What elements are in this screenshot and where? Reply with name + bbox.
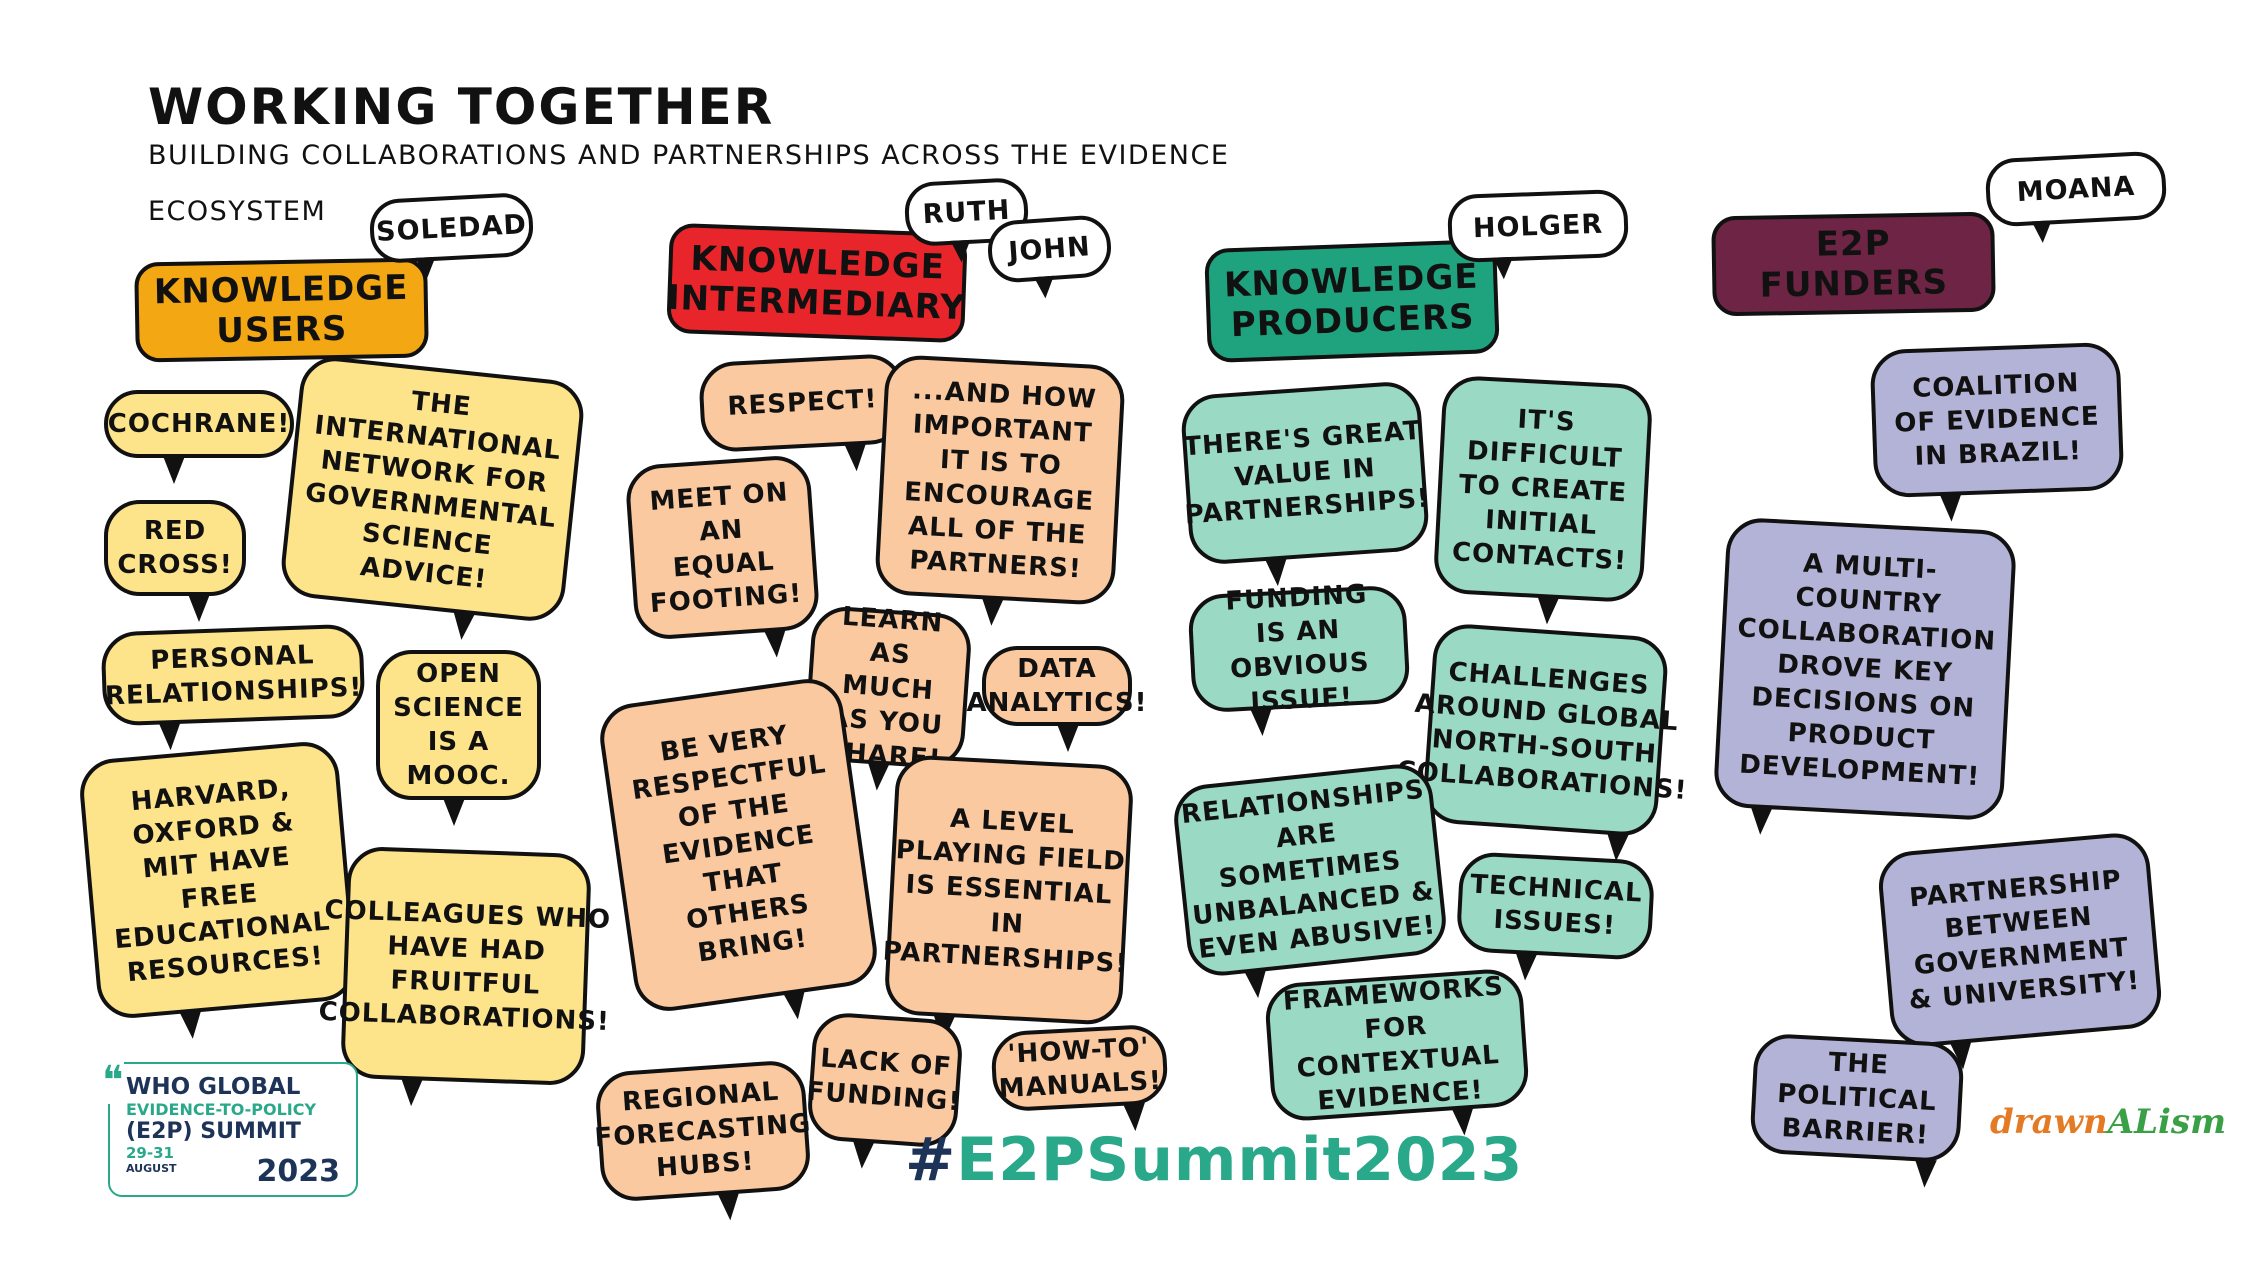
hashtag-symbol: #: [905, 1125, 957, 1195]
page-subtitle: BUILDING COLLABORATIONS AND PARTNERSHIPS…: [148, 140, 1230, 227]
speech-bubble: THE POLITICAL BARRIER!: [1749, 1032, 1965, 1164]
column-header-e2p-funders: E2P FUNDERS: [1711, 211, 1996, 317]
column-label: KNOWLEDGE INTERMEDIARY: [666, 238, 967, 329]
speech-bubble: PARTNERSHIP BETWEEN GOVERNMENT & UNIVERS…: [1875, 830, 2165, 1050]
speech-bubble: IT'S DIFFICULT TO CREATE INITIAL CONTACT…: [1432, 374, 1654, 604]
speech-bubble: A MULTI-COUNTRY COLLABORATION DROVE KEY …: [1712, 516, 2018, 822]
speech-bubble: OPEN SCIENCE IS A MOOC.: [376, 650, 541, 826]
column-label: E2P FUNDERS: [1759, 223, 1949, 306]
speech-bubble: TECHNICAL ISSUES!: [1455, 850, 1656, 962]
logo-line-2: EVIDENCE-TO-POLICY: [126, 1100, 317, 1119]
hashtag-text: E2PSummit2023: [956, 1125, 1524, 1195]
logo-dates: 29-31: [126, 1144, 174, 1162]
speech-bubble: REGIONAL FORECASTING HUBS!: [594, 1058, 812, 1204]
logo-year: 2023: [256, 1154, 341, 1189]
speech-bubble: HARVARD, OXFORD & MIT HAVE FREE EDUCATIO…: [77, 739, 359, 1021]
speech-bubble: RELATIONSHIPS ARE SOMETIMES UNBALANCED &…: [1170, 760, 1450, 980]
speaker-tag: MOANA: [1984, 150, 2168, 228]
logo-line-3: (E2P) SUMMIT: [126, 1119, 301, 1144]
logo-month: AUGUST: [126, 1162, 177, 1175]
speech-bubble: COLLEAGUES WHO HAVE HAD FRUITFUL COLLABO…: [318, 845, 612, 1087]
speech-bubble: DATA ANALYTICS!: [967, 646, 1146, 752]
speech-bubble: BE VERY RESPECTFUL OF THE EVIDENCE THAT …: [595, 674, 882, 1016]
summit-logo: ❝ WHO GLOBAL EVIDENCE-TO-POLICY (E2P) SU…: [102, 1058, 358, 1197]
speech-bubble: A LEVEL PLAYING FIELD IS ESSENTIAL IN PA…: [882, 753, 1135, 1027]
speaker-tag: HOLGER: [1446, 188, 1630, 264]
brand-part-2: ALism: [2107, 1102, 2227, 1142]
speech-bubble: COCHRANE!: [104, 390, 294, 484]
column-label: KNOWLEDGE USERS: [153, 267, 409, 352]
speech-bubble: FRAMEWORKS FOR CONTEXTUAL EVIDENCE!: [1263, 967, 1531, 1123]
speech-bubble: CHALLENGES AROUND GLOBAL NORTH-SOUTH COL…: [1396, 622, 1688, 838]
speech-bubble: MEET ON AN EQUAL FOOTING!: [624, 453, 821, 642]
speech-bubble: RESPECT!: [697, 352, 908, 454]
brand-part-1: drawn: [1990, 1102, 2108, 1142]
column-header-knowledge-users: KNOWLEDGE USERS: [134, 257, 429, 363]
speech-bubble: PERSONAL RELATIONSHIPS!: [100, 623, 366, 727]
column-header-knowledge-producers: KNOWLEDGE PRODUCERS: [1204, 238, 1500, 364]
artist-signature: drawnALism: [1990, 1102, 2226, 1142]
speech-bubble: COALITION OF EVIDENCE IN BRAZIL!: [1869, 341, 2125, 499]
speech-bubble: ...AND HOW IMPORTANT IT IS TO ENCOURAGE …: [873, 353, 1127, 607]
speech-bubble: RED CROSS!: [104, 500, 246, 622]
speech-bubble: THERE'S GREAT VALUE IN PARTNERSHIPS!: [1179, 379, 1431, 567]
speech-bubble: 'HOW-TO' MANUALS!: [990, 1023, 1169, 1113]
speaker-tag: SOLEDAD: [368, 191, 535, 265]
speaker-tag: JOHN: [985, 213, 1114, 285]
event-hashtag: #E2PSummit2023: [905, 1125, 1523, 1195]
quote-icon: ❝: [102, 1058, 124, 1104]
logo-line-1: WHO GLOBAL: [126, 1074, 301, 1100]
page-title: WORKING TOGETHER: [148, 78, 775, 136]
speech-bubble: THE INTERNATIONAL NETWORK FOR GOVERNMENT…: [278, 353, 587, 625]
column-label: KNOWLEDGE PRODUCERS: [1223, 256, 1480, 346]
speech-bubble: FUNDING IS AN OBVIOUS ISSUE!: [1187, 579, 1411, 718]
